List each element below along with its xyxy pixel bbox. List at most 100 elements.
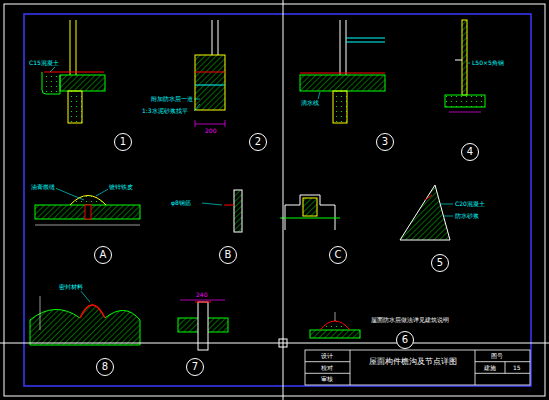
cad-cursor-stroke bbox=[283, 0, 284, 400]
detail-5-stroke bbox=[440, 204, 453, 205]
callout-circle: 3 bbox=[376, 133, 394, 151]
callout-circle: 6 bbox=[396, 331, 414, 349]
cad-cursor-stroke bbox=[0, 343, 549, 344]
note-text: 附加防水层一道 bbox=[150, 96, 194, 103]
drawing-frame-stroke bbox=[4, 4, 545, 396]
callout-number: 4 bbox=[467, 147, 473, 157]
detail-7-stroke bbox=[180, 300, 225, 301]
detail-4-stroke bbox=[445, 95, 485, 107]
detail-1-stroke bbox=[60, 75, 105, 91]
callout-circle: 7 bbox=[186, 358, 204, 376]
detail-8-stroke bbox=[80, 290, 90, 302]
detail-1-stroke bbox=[68, 91, 82, 123]
detail-4-stroke bbox=[449, 112, 481, 113]
dimension-text: 240 bbox=[195, 292, 208, 299]
detail-a-stroke bbox=[70, 196, 106, 206]
detail-3-stroke bbox=[346, 38, 385, 39]
detail-2-stroke bbox=[195, 72, 225, 73]
title-block-stroke bbox=[475, 373, 530, 374]
callout-circle: 4 bbox=[461, 143, 479, 161]
title-block bbox=[305, 350, 530, 385]
detail-5 bbox=[400, 185, 453, 240]
detail-1-stroke bbox=[50, 67, 55, 72]
note-text: 油膏嵌缝 bbox=[30, 184, 56, 191]
detail-2-stroke bbox=[194, 104, 200, 111]
cad-cursor-stroke bbox=[279, 339, 287, 347]
callout-circle: B bbox=[219, 246, 237, 264]
detail-2-stroke bbox=[225, 120, 226, 127]
title-block-cell: 15 bbox=[512, 365, 522, 372]
title-block-cell: 设计 bbox=[320, 353, 334, 360]
detail-2-stroke bbox=[218, 20, 219, 55]
callout-number: C bbox=[335, 250, 342, 260]
callout-number: 3 bbox=[382, 137, 388, 147]
title-block-stroke bbox=[505, 362, 506, 374]
note-text: L50×5角钢 bbox=[471, 60, 505, 67]
callout-number: 7 bbox=[192, 362, 198, 372]
detail-2-stroke bbox=[195, 124, 225, 125]
detail-6-stroke bbox=[320, 321, 350, 330]
title-block-cell: 图号 bbox=[490, 353, 504, 360]
note-text: 滴水线 bbox=[300, 100, 320, 107]
detail-c-stroke bbox=[280, 218, 340, 219]
dimension-text: 200 bbox=[204, 128, 217, 135]
detail-6 bbox=[310, 312, 360, 338]
detail-2-stroke bbox=[195, 55, 225, 110]
detail-3-stroke bbox=[340, 20, 341, 75]
title-block-stroke bbox=[475, 350, 476, 385]
detail-8 bbox=[30, 290, 140, 345]
note-text: 屋面防水层做法详见建筑说明 bbox=[370, 317, 450, 324]
detail-4-stroke bbox=[468, 63, 470, 64]
title-block-stroke bbox=[305, 361, 350, 362]
detail-b-stroke bbox=[224, 205, 234, 206]
callout-number: 8 bbox=[102, 362, 108, 372]
detail-1-stroke bbox=[70, 20, 71, 75]
note-text: φ8钢筋 bbox=[170, 200, 192, 207]
detail-c bbox=[280, 195, 340, 230]
drawing-frame bbox=[4, 4, 545, 396]
detail-3-stroke bbox=[318, 92, 320, 99]
title-block-cell: 建施 bbox=[483, 365, 497, 372]
detail-b-stroke bbox=[234, 190, 242, 232]
detail-2 bbox=[192, 20, 225, 127]
detail-a bbox=[35, 188, 140, 225]
callout-number: 1 bbox=[120, 137, 126, 147]
note-text: 密封材料 bbox=[58, 284, 84, 291]
callout-circle: 8 bbox=[96, 358, 114, 376]
callout-number: B bbox=[225, 250, 232, 260]
note-text: C20混凝土 bbox=[454, 201, 486, 208]
callout-number: A bbox=[100, 250, 107, 260]
detail-4-stroke bbox=[455, 60, 462, 61]
drawing-frame-stroke bbox=[24, 14, 531, 386]
title-block-stroke bbox=[350, 350, 351, 385]
detail-8-stroke bbox=[80, 305, 105, 318]
title-block-stroke bbox=[475, 361, 530, 362]
callout-number: 5 bbox=[437, 258, 443, 268]
note-text: 防水砂浆 bbox=[454, 213, 480, 220]
callout-circle: C bbox=[329, 246, 347, 264]
title-block-stroke bbox=[305, 350, 530, 385]
callout-number: 6 bbox=[402, 335, 408, 345]
note-text: C15混凝土 bbox=[28, 60, 60, 67]
title-block-cell: 校对 bbox=[320, 365, 334, 372]
detail-8-stroke bbox=[40, 296, 41, 330]
callout-circle: 2 bbox=[249, 133, 267, 151]
title-block-cell: 审核 bbox=[320, 376, 334, 383]
detail-3-stroke bbox=[346, 20, 347, 75]
detail-3-stroke bbox=[300, 75, 385, 91]
detail-1-stroke bbox=[76, 20, 77, 75]
detail-8-stroke bbox=[30, 305, 140, 345]
detail-3-stroke bbox=[300, 72, 385, 73]
detail-c-stroke bbox=[303, 198, 317, 216]
sheet-title: 屋面构件檐沟及节点详图 bbox=[369, 358, 457, 367]
callout-circle: 1 bbox=[114, 133, 132, 151]
note-text: 镀锌铁皮 bbox=[108, 184, 134, 191]
detail-b bbox=[202, 190, 242, 232]
detail-b-stroke bbox=[202, 203, 222, 205]
detail-5-stroke bbox=[400, 185, 450, 240]
detail-2-stroke bbox=[195, 120, 196, 127]
detail-2-stroke bbox=[212, 20, 213, 55]
detail-5-stroke bbox=[444, 216, 453, 217]
callout-number: 2 bbox=[255, 137, 261, 147]
